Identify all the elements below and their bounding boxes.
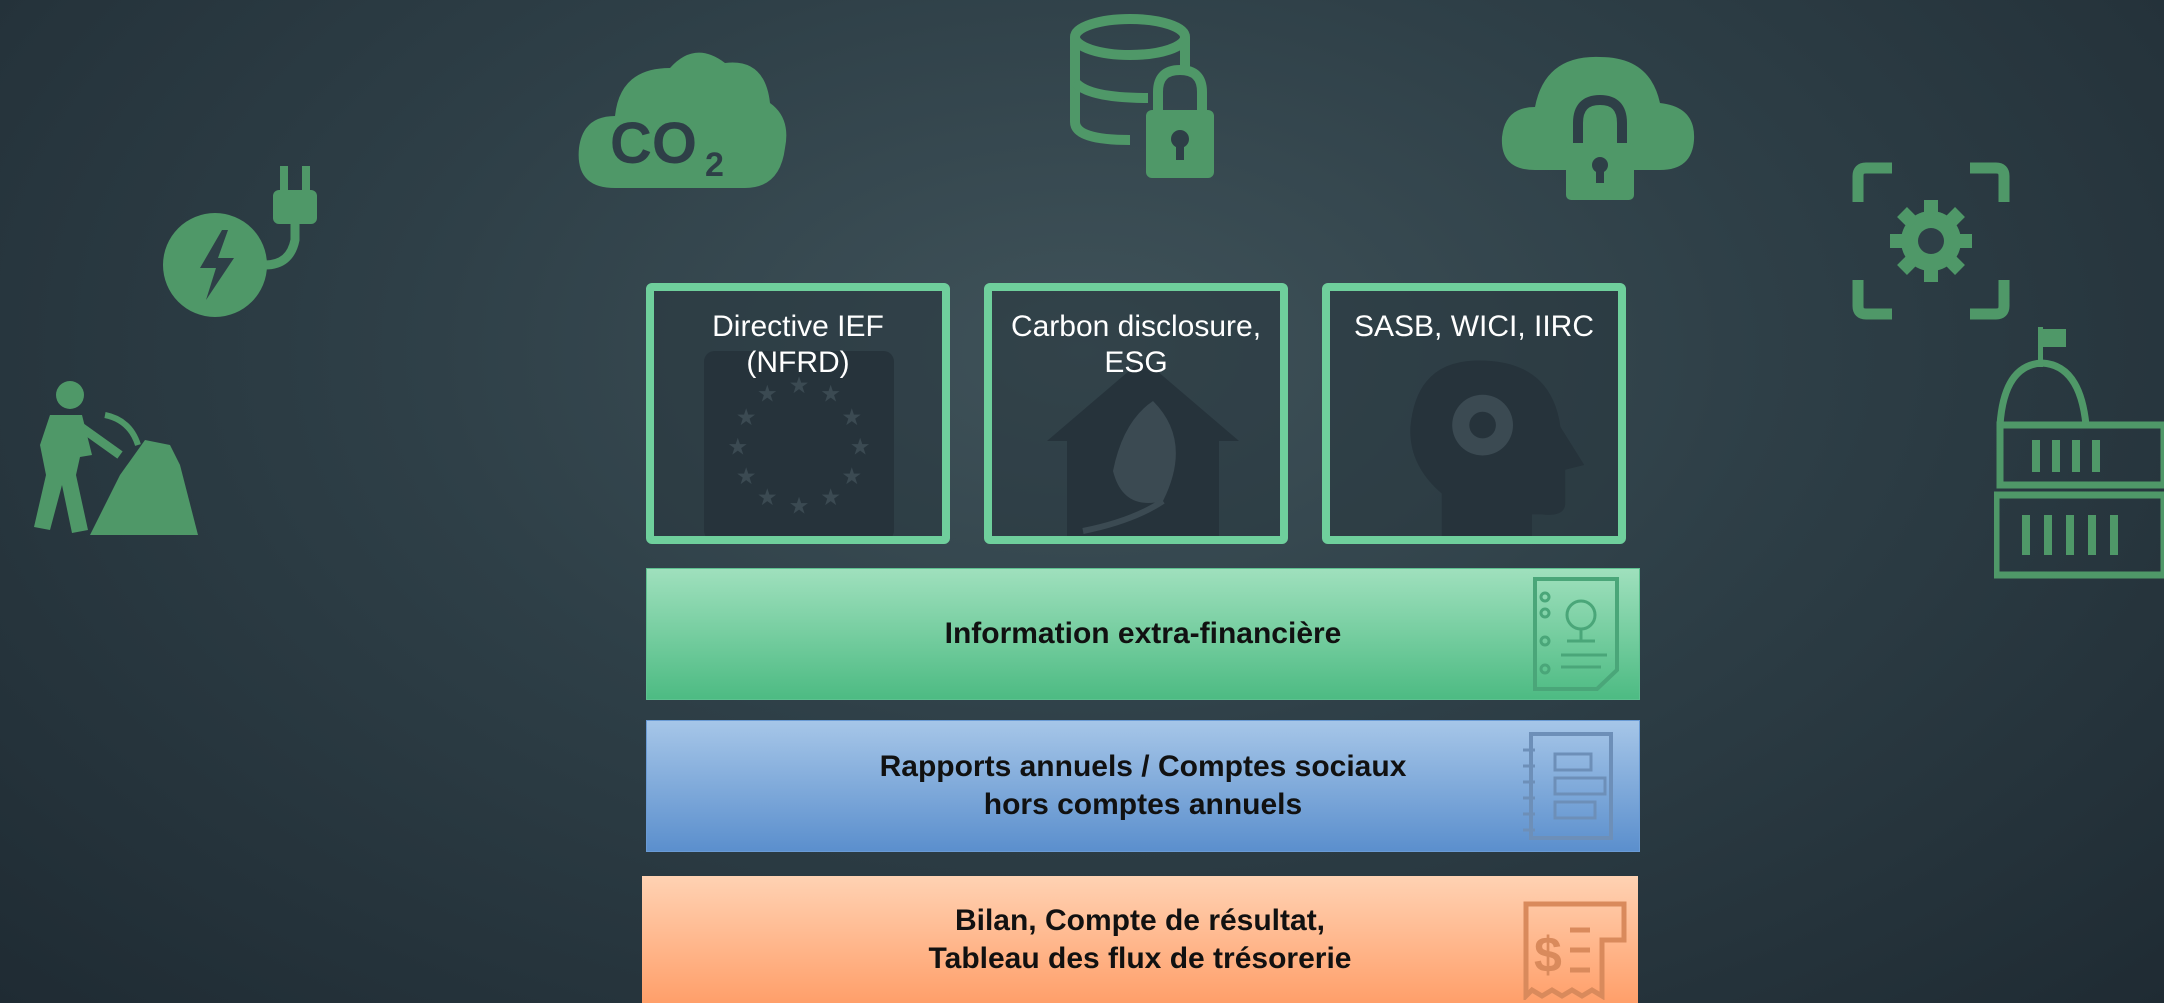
layer-label: Rapports annuels / Comptes sociaux hors … — [879, 750, 1407, 821]
svg-text:★: ★ — [850, 433, 871, 460]
layer-label: Information extra-financière — [944, 617, 1342, 650]
svg-text:★: ★ — [757, 484, 778, 511]
energy-plug-icon — [160, 160, 340, 330]
svg-text:★: ★ — [757, 381, 778, 408]
framework-label: SASB, WICI, IIRC — [1353, 310, 1595, 343]
svg-text:★: ★ — [820, 484, 841, 511]
government-building-icon — [1994, 325, 2164, 585]
framework-label: Directive IEF (NFRD) — [712, 310, 884, 379]
svg-text:★: ★ — [789, 493, 810, 520]
settings-frame-icon — [1852, 162, 2010, 320]
database-lock-icon — [1068, 12, 1228, 187]
mining-worker-icon — [10, 375, 210, 535]
layer-financial-statements: Bilan, Compte de résultat, Tableau des f… — [642, 876, 1638, 1003]
cloud-lock-icon — [1500, 45, 1696, 200]
document-tree-icon — [1531, 575, 1621, 693]
head-gear-icon — [1394, 351, 1594, 536]
layer-label: Bilan, Compte de résultat, Tableau des f… — [928, 903, 1352, 975]
svg-text:★: ★ — [841, 463, 862, 490]
layer-extra-financial: Information extra-financière — [646, 568, 1640, 700]
svg-text:★: ★ — [789, 372, 810, 399]
notebook-report-icon — [1521, 730, 1615, 842]
svg-text:CO: CO — [610, 111, 697, 176]
eu-flag-icon: ★★★ ★★★ ★★★ ★★★ — [694, 351, 904, 536]
svg-text:★: ★ — [736, 404, 757, 431]
co2-cloud-icon: CO 2 — [575, 38, 791, 213]
svg-text:★: ★ — [727, 433, 748, 460]
svg-text:★: ★ — [820, 381, 841, 408]
framework-label: Carbon disclosure, ESG — [1010, 310, 1262, 379]
framework-box-nfrd: ★★★ ★★★ ★★★ ★★★ Directive IEF (NFRD) — [646, 283, 950, 544]
eco-house-leaf-icon — [1038, 351, 1248, 536]
svg-text:2: 2 — [705, 146, 724, 184]
layer-annual-reports: Rapports annuels / Comptes sociaux hors … — [646, 720, 1640, 852]
framework-box-carbon-esg: Carbon disclosure, ESG — [984, 283, 1288, 544]
framework-box-sasb: SASB, WICI, IIRC — [1322, 283, 1626, 544]
svg-text:★: ★ — [736, 463, 757, 490]
svg-text:★: ★ — [841, 404, 862, 431]
dollar-receipt-icon: $ — [1520, 900, 1630, 1000]
svg-text:$: $ — [1534, 927, 1562, 983]
